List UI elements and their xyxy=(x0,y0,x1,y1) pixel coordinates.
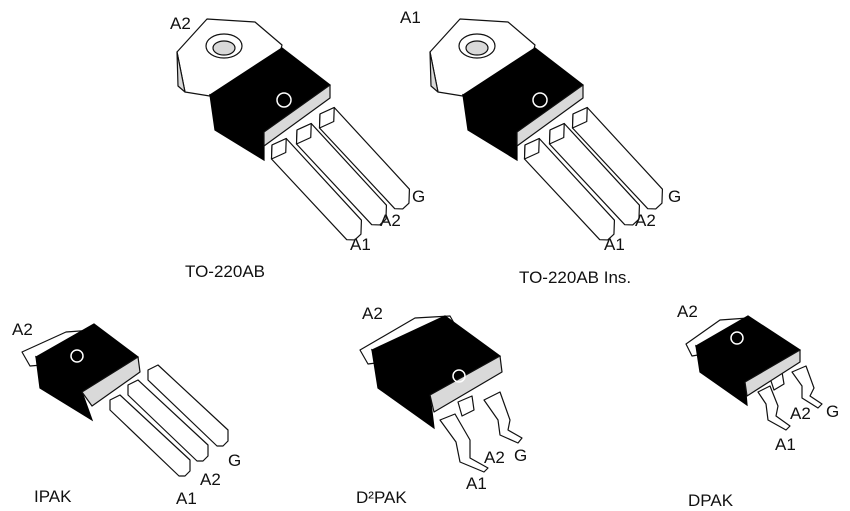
d2pak-pin3-label: G xyxy=(514,446,528,465)
dpak-caption: DPAK xyxy=(688,491,734,510)
to220ab-package xyxy=(176,18,413,241)
ipak-caption: IPAK xyxy=(34,487,72,506)
to220ab-ins-package xyxy=(429,18,666,241)
d2pak-tab-label: A2 xyxy=(362,304,383,323)
to220ab-caption: TO-220AB xyxy=(185,262,266,281)
d2pak-package xyxy=(359,315,523,473)
dpak-package xyxy=(685,315,823,431)
ipak-tab-label: A2 xyxy=(12,320,33,339)
ipak-pin2-label: A2 xyxy=(200,470,221,489)
dpak-pin2-label: A2 xyxy=(790,404,811,423)
to220ab-pin1-label: A1 xyxy=(350,235,371,254)
d2pak-pin1-label: A1 xyxy=(466,474,487,493)
d2pak-caption: D²PAK xyxy=(356,488,407,507)
dpak-pin3-label: G xyxy=(826,402,840,421)
dpak-tab-label: A2 xyxy=(677,302,698,321)
ipak-pin1-label: A1 xyxy=(176,489,197,508)
to220ab-pin2-label: A2 xyxy=(380,211,401,230)
to220ab-tab-label: A2 xyxy=(170,14,191,33)
to220ab-pin3-label: G xyxy=(412,187,426,206)
ipak-package xyxy=(21,323,229,477)
ipak-pin3-label: G xyxy=(228,451,242,470)
d2pak-pin2-label: A2 xyxy=(484,448,505,467)
to220ab-ins-pin3-label: G xyxy=(668,187,682,206)
to220ab-ins-tab-label: A1 xyxy=(400,8,421,27)
to220ab-ins-pin1-label: A1 xyxy=(604,235,625,254)
to220ab-ins-pin2-label: A2 xyxy=(635,211,656,230)
to220ab-ins-caption: TO-220AB Ins. xyxy=(519,268,632,287)
dpak-pin1-label: A1 xyxy=(775,435,796,454)
